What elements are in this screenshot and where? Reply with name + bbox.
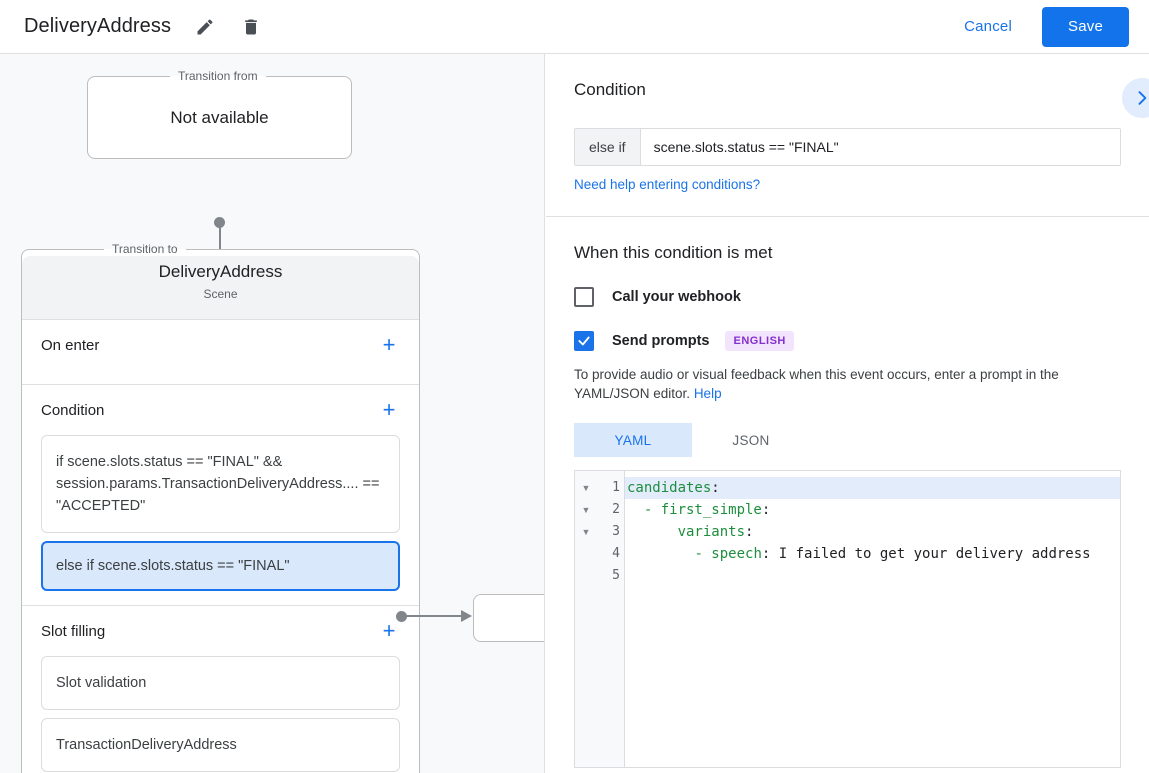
add-on-enter-button[interactable]: + <box>382 332 396 357</box>
code-line[interactable]: - first_simple: <box>625 499 1120 521</box>
condition-chip-else-if[interactable]: else if scene.slots.status == "FINAL" <box>41 541 400 591</box>
call-webhook-label: Call your webhook <box>612 289 741 305</box>
section-header: On enter + <box>41 320 400 370</box>
slot-validation-chip[interactable]: Slot validation <box>41 656 400 710</box>
code-indent <box>627 502 644 518</box>
condition-section: Condition else if Need help entering con… <box>546 54 1149 217</box>
target-node-partial[interactable] <box>473 594 544 642</box>
edge-source-dot <box>396 611 407 622</box>
add-condition-button[interactable]: + <box>382 397 396 422</box>
call-webhook-checkbox[interactable] <box>574 287 594 307</box>
code-line[interactable]: variants: <box>625 521 1120 543</box>
pencil-icon[interactable] <box>193 15 217 39</box>
condition-chip-if[interactable]: if scene.slots.status == "FINAL" && sess… <box>41 435 400 533</box>
code-value: : <box>745 524 754 540</box>
add-slot-filling-button[interactable]: + <box>382 618 396 643</box>
line-number: 5 <box>612 568 620 583</box>
scene-header: DeliveryAddress Scene <box>22 256 419 320</box>
editor-code-area[interactable]: candidates: - first_simple: variants: - … <box>625 471 1120 767</box>
code-key: - first_simple <box>643 502 762 518</box>
prompts-description-text: To provide audio or visual feedback when… <box>574 367 1059 401</box>
section-header: Condition + <box>41 385 400 435</box>
fold-toggle-icon[interactable]: ▼ <box>581 527 591 537</box>
condition-expression-input[interactable] <box>640 129 1120 165</box>
section-on-enter: On enter + <box>22 320 419 385</box>
transition-to-node[interactable]: Transition to DeliveryAddress Scene On e… <box>21 242 420 773</box>
trash-icon[interactable] <box>239 15 263 39</box>
send-prompts-checkbox[interactable] <box>574 331 594 351</box>
condition-operator-label: else if <box>575 129 641 165</box>
line-number: 1 <box>612 480 620 495</box>
line-number: 4 <box>612 546 620 561</box>
line-number: 2 <box>612 502 620 517</box>
section-title-condition: Condition <box>41 401 105 419</box>
condition-help-link[interactable]: Need help entering conditions? <box>574 177 761 192</box>
condition-heading: Condition <box>574 80 646 99</box>
code-key: - speech <box>694 546 762 562</box>
code-indent <box>627 524 678 540</box>
code-editor[interactable]: ▼ ▼ ▼ 1 2 3 4 5 candidates: - first_simp… <box>574 470 1121 768</box>
section-header: Slot filling + <box>41 606 400 656</box>
transition-from-value: Not available <box>170 107 269 127</box>
send-prompts-label: Send prompts <box>612 333 710 349</box>
code-value: : I failed to get your delivery address <box>761 546 1091 562</box>
tab-yaml[interactable]: YAML <box>574 423 692 457</box>
transition-from-legend: Transition from <box>178 69 258 83</box>
edge-line <box>404 615 462 617</box>
code-value: : <box>711 480 720 496</box>
page-title: DeliveryAddress <box>24 15 172 37</box>
chevron-right-icon[interactable] <box>1122 78 1149 118</box>
code-value: : <box>761 502 771 518</box>
scene-name: DeliveryAddress <box>158 262 283 281</box>
section-slot-filling: Slot filling + Slot validation Transacti… <box>22 606 419 773</box>
fold-toggle-icon[interactable]: ▼ <box>581 505 591 515</box>
condition-expression-row[interactable]: else if <box>574 128 1121 166</box>
top-app-bar: DeliveryAddress Cancel Save <box>0 0 1149 54</box>
flow-canvas[interactable]: Transition from Not available Transition… <box>0 54 545 773</box>
code-key: variants <box>677 524 746 540</box>
code-line[interactable]: - speech: I failed to get your delivery … <box>625 543 1120 565</box>
editor-line-numbers: 1 2 3 4 5 <box>597 471 625 767</box>
when-condition-met-section: When this condition is met Call your web… <box>546 217 1149 768</box>
section-title-slot-filling: Slot filling <box>41 622 106 640</box>
save-button[interactable]: Save <box>1042 6 1129 47</box>
transition-from-node[interactable]: Transition from Not available <box>87 69 352 159</box>
transition-to-legend: Transition to <box>112 242 178 256</box>
line-number: 3 <box>612 524 620 539</box>
webhook-row[interactable]: Call your webhook <box>574 287 1121 307</box>
tab-json[interactable]: JSON <box>732 432 770 448</box>
code-line[interactable]: candidates: <box>625 477 1120 499</box>
code-line[interactable] <box>625 565 1120 587</box>
scene-type: Scene <box>203 287 238 301</box>
fold-spacer <box>575 565 597 587</box>
prompts-description: To provide audio or visual feedback when… <box>574 365 1121 403</box>
fold-toggle-icon[interactable]: ▼ <box>581 483 591 493</box>
section-title-on-enter: On enter <box>41 336 100 354</box>
when-met-heading: When this condition is met <box>574 243 773 262</box>
send-prompts-row[interactable]: Send prompts ENGLISH <box>574 331 1121 351</box>
details-panel: Condition else if Need help entering con… <box>546 54 1149 773</box>
editor-format-tabs[interactable]: YAML JSON <box>574 423 1121 457</box>
editor-fold-gutter[interactable]: ▼ ▼ ▼ <box>575 471 597 767</box>
section-condition: Condition + if scene.slots.status == "FI… <box>22 385 419 606</box>
edge-arrow-icon <box>461 610 472 622</box>
transaction-delivery-address-chip[interactable]: TransactionDeliveryAddress <box>41 718 400 772</box>
help-link[interactable]: Help <box>693 386 722 401</box>
code-key: candidates <box>627 480 712 496</box>
code-indent <box>627 546 694 562</box>
language-badge: ENGLISH <box>725 331 794 351</box>
fold-spacer <box>575 543 597 565</box>
cancel-button[interactable]: Cancel <box>954 10 1022 43</box>
